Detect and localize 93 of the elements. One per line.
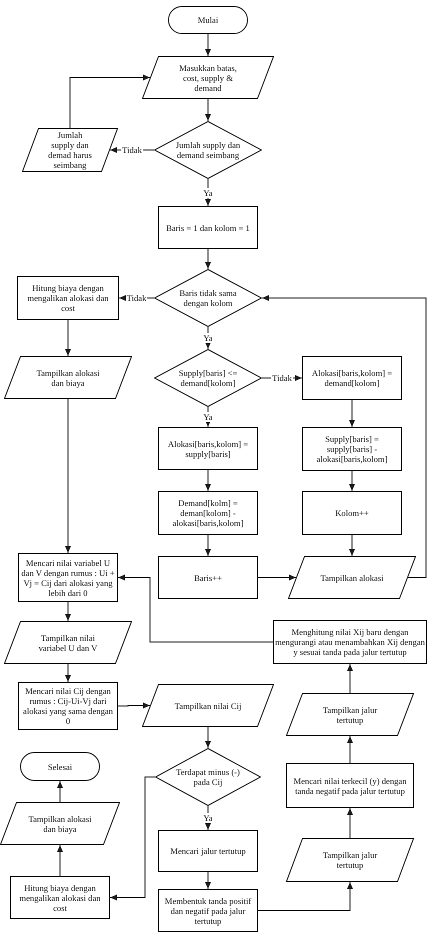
arrow [205,726,211,748]
process-box [158,889,258,932]
process-box [17,276,119,320]
input-output-shape [4,356,132,399]
arrow [347,736,353,764]
process-label: Mencari jalur tertutup [170,846,246,856]
input-output-shape [22,128,118,172]
io-label: Tampilkan alokasi dan biaya [27,814,93,834]
arrow [347,664,353,694]
arrow [65,602,71,622]
edge-label: Ya [202,412,214,422]
arrow [70,74,150,128]
decision-label: Jumlah supply dan demand seimbang [174,140,242,160]
process-label: Alokasi[baris,kolom] = supply[baris] [166,438,250,458]
edge-label: Tidak [126,293,148,303]
arrow [57,844,63,876]
io-label: Tampilkan alokasi [320,572,384,582]
process-box [158,830,258,872]
arrow [347,808,353,838]
arrow [258,882,353,911]
io-label: Tampilkan nilai Cij [174,700,242,710]
decision-diamond [154,349,262,407]
edge-label: Ya [202,333,214,343]
process-box [286,763,414,808]
edge-label: Tidak [121,145,143,155]
input-output-shape [142,56,274,99]
process-box [302,356,402,400]
process-box [273,620,427,664]
process-label: Demand[kolm] = deman[kolom] - alokasi[baris,kolom] [172,498,244,528]
input-output-shape [286,838,414,882]
decision-label: Baris tidak sama dengan kolom [178,288,238,308]
decision-label: Terdapat minus (-) pada Cij [175,767,241,787]
arrow [205,34,211,56]
terminal-shape [20,752,100,781]
arrow [349,400,355,428]
process-label: Hitung biaya dengan mengalikan alokasi dan cost [26,283,110,313]
io-label: Jumlah supply dan demad harus seimbang [47,130,93,170]
decision-diamond [154,121,262,179]
process-label: Supply[baris] = supply[baris] - alokasi[baris,kolom] [316,434,388,464]
arrow [65,398,71,554]
arrow [205,98,211,122]
io-label: Tampilkan nilai variabel U dan V [38,632,98,652]
arrow [65,664,71,682]
input-output-shape [288,556,416,599]
io-label: Tampilkan jalur tertutup [322,850,378,870]
terminal-label: Selesai [48,762,72,772]
edge-label: Ya [202,188,214,198]
arrow [205,534,211,556]
process-label: Membentuk tanda positif dan negatif pada jalur tertutup [164,896,252,926]
process-box [158,427,258,470]
process-box [158,556,258,599]
arrow [258,574,296,580]
edge-label: Ya [202,813,214,823]
arrow [205,178,211,206]
process-label: Menghitung nilai Xij baru dengan mengurangi atau menambahkan Xij dengan y sesuai tanda pada jalur tertutup [275,627,425,657]
decision-diamond [155,748,261,806]
arrow [110,776,156,900]
process-label: Hitung biaya dengan mengalikan alokasi dan cost [18,882,102,912]
process-label: Mencari nilai variabel U dan V dengan rumus : Ui + Vj = Cij dari alokasi yang lebih dari 0 [20,558,116,598]
input-output-shape [0,802,120,845]
process-box [158,491,258,535]
process-box [158,206,258,249]
terminal-shape [168,6,248,34]
arrow [262,295,426,578]
input-output-shape [142,684,274,727]
process-label: Mencari nilai terkecil (y) dengan tanda negatif pada jalur tertutup [292,776,408,796]
arrow [118,702,150,708]
io-label: Tampilkan jalur tertutup [322,704,378,724]
process-box [302,491,402,535]
input-output-shape [4,621,132,664]
arrow [349,470,355,492]
process-box [302,427,402,471]
process-box [10,876,110,919]
edge-label: Tidak [271,373,293,383]
io-label: Tampilkan alokasi dan biaya [35,368,101,388]
arrow [205,326,211,350]
input-output-shape [286,693,414,736]
decision-diamond [154,269,262,327]
process-label: Baris++ [194,572,222,582]
process-label: Baris = 1 dan kolom = 1 [166,222,250,232]
decision-label: Supply[baris] <= demand[kolom] [178,368,238,388]
process-label: Mencari nilai Cij dengan rumus : Cij-Ui-Vj dari alokasi yang sama dengan 0 [22,686,114,726]
arrow [57,780,63,802]
process-label: Alokasi[baris,kolom] = demand[kolom] [310,368,394,388]
arrow [65,320,71,356]
arrow [205,470,211,492]
arrow [205,248,211,270]
process-label: Kolom++ [335,508,369,518]
terminal-label: Mulai [198,15,218,25]
arrow [205,872,211,890]
arrow [349,534,355,556]
arrow [118,574,274,642]
io-label: Masukkan batas, cost, supply & demand [178,62,238,92]
